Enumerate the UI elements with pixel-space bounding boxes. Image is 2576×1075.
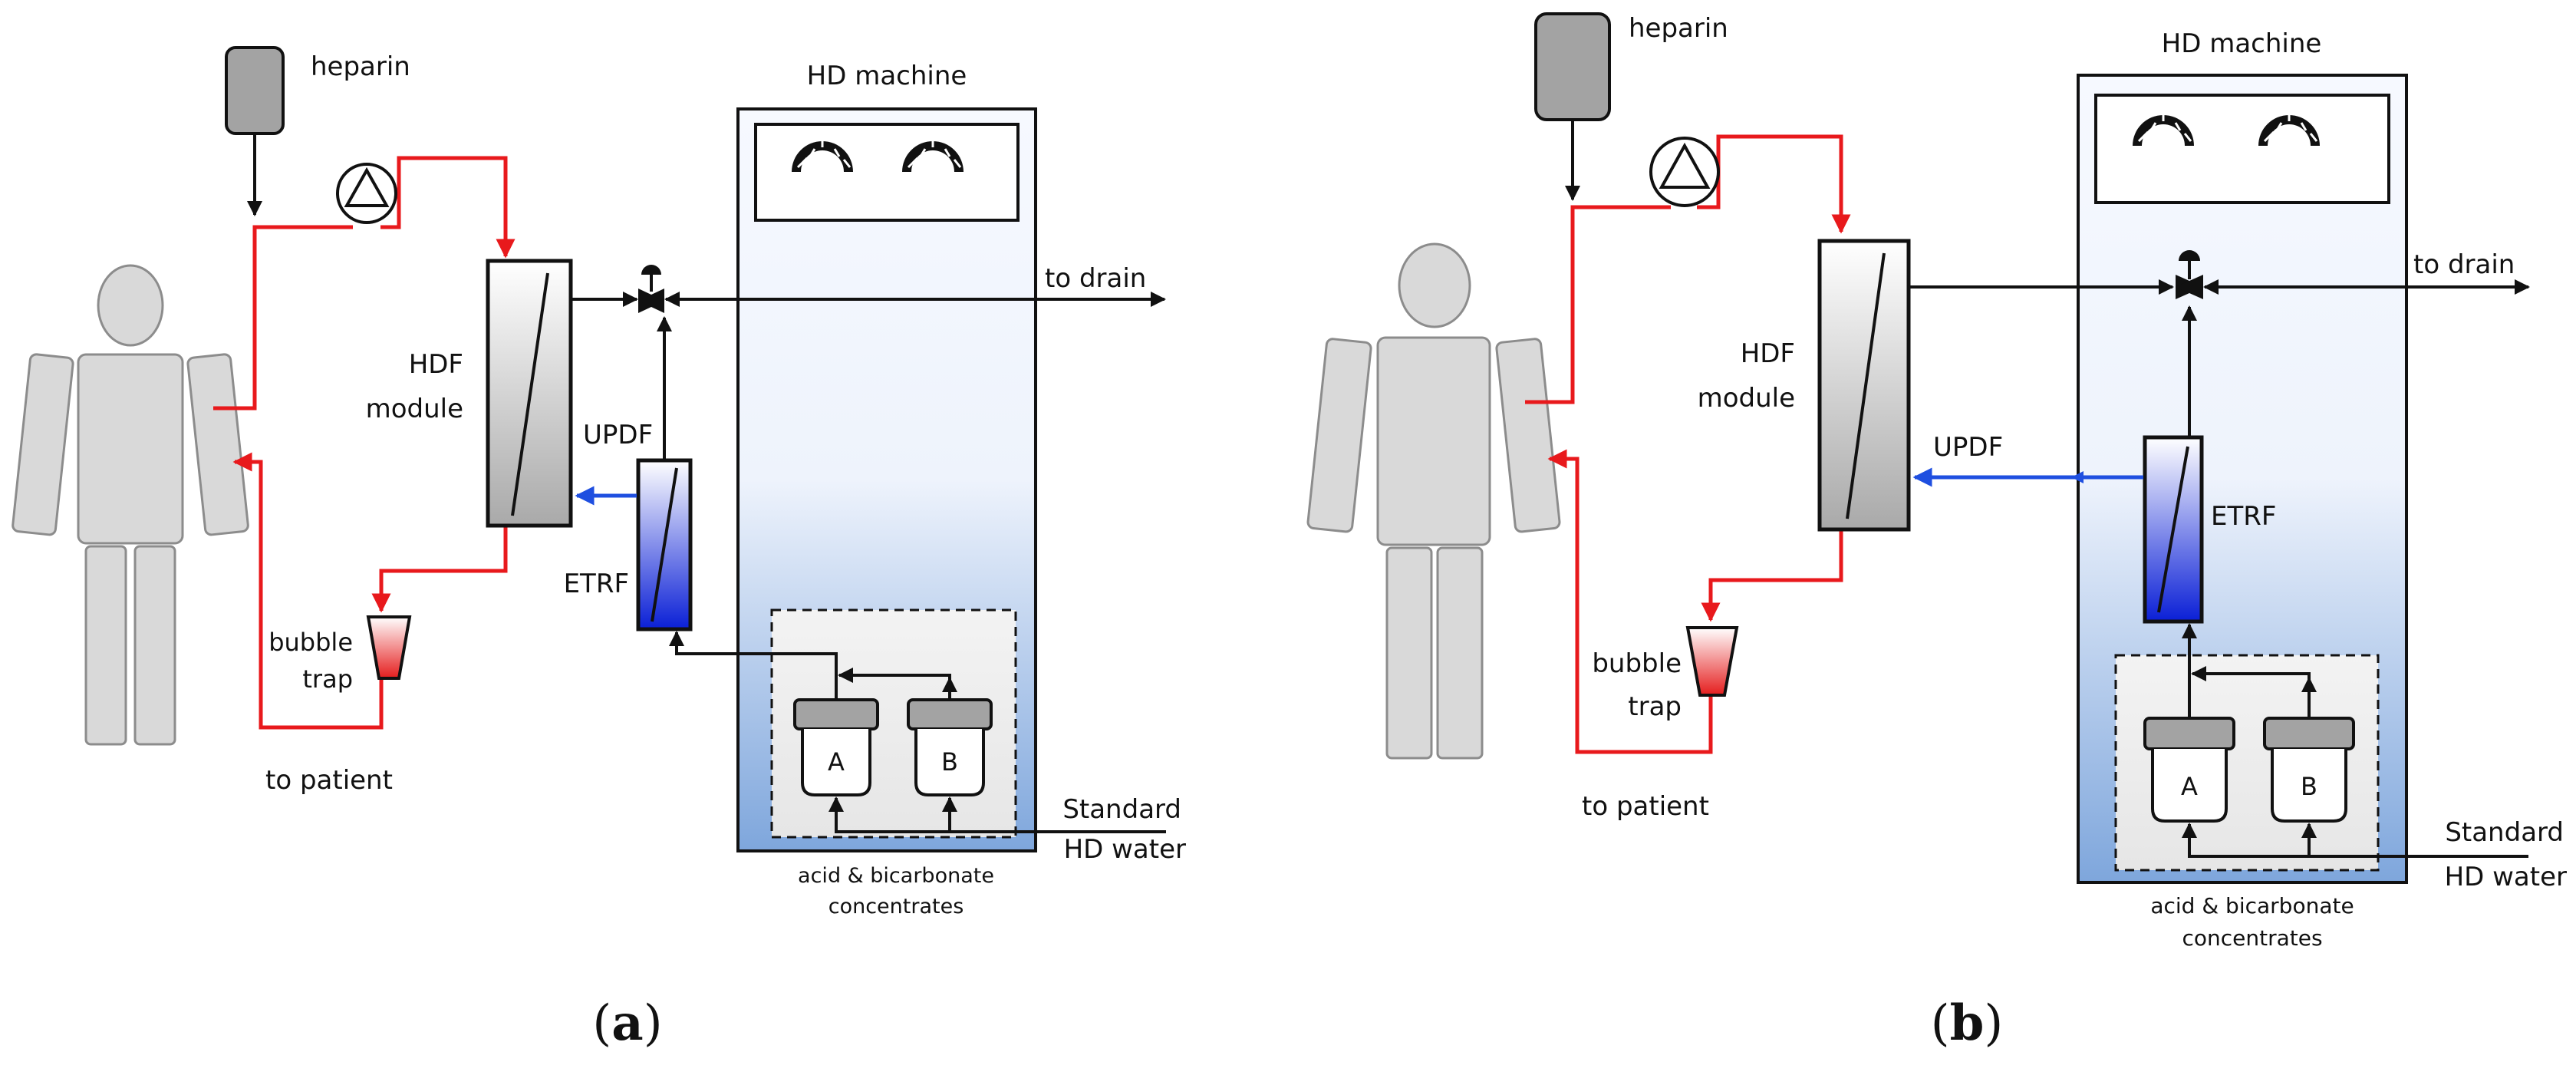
hd-machine-label: HD machine [807, 61, 967, 91]
hdf-module-label: HDF [1741, 338, 1795, 369]
patient-icon [12, 264, 249, 746]
concentrates-label: acid & bicarbonate [798, 864, 994, 888]
acid-concentrate-tank: A [793, 698, 879, 796]
hdf-module-label: module [1698, 383, 1795, 414]
bubble-trap-label: bubble [1592, 648, 1682, 679]
to-patient-label: to patient [265, 765, 393, 796]
panel-a: HD machine heparin [12, 46, 1186, 1052]
hdf-module-label: module [366, 394, 463, 424]
hdf-to-trap-line [371, 525, 508, 613]
bubble-trap-label: bubble [268, 628, 353, 657]
tank-b-label: B [941, 747, 958, 777]
pressure-gauge-icon [2258, 112, 2320, 146]
tank-a-label: A [828, 747, 845, 777]
conc-to-etrf-line [669, 631, 838, 700]
bicarbonate-concentrate-tank: B [907, 698, 993, 796]
bubble-trap-icon [366, 615, 412, 680]
pressure-gauge-icon [792, 138, 853, 172]
concentrates-label: concentrates [2182, 925, 2322, 951]
blood-pump-icon [336, 163, 397, 224]
tank-b-label: B [2301, 772, 2317, 801]
heparin-label: heparin [311, 51, 410, 82]
etrf-label: ETRF [2211, 501, 2276, 532]
etrf-filter [636, 458, 693, 631]
updf-arrowhead-icon [2071, 471, 2084, 483]
to-drain-label: to drain [1045, 263, 1146, 294]
bubble-trap-label: trap [1628, 691, 1682, 722]
hdf-module [486, 259, 573, 528]
etrf-label: ETRF [564, 569, 629, 599]
hdf-module-label: HDF [409, 349, 463, 380]
pump-to-hdf-line [380, 156, 516, 259]
concentrates-label: acid & bicarbonate [2150, 893, 2354, 918]
heparin-bag-icon [225, 46, 285, 135]
venous-return-line [232, 452, 384, 730]
heparin-bag-icon [1534, 12, 1611, 121]
hdf-module [1817, 239, 1911, 532]
to-drain-label: to drain [2413, 249, 2515, 280]
three-way-valve-icon [638, 265, 664, 313]
patient-icon [1306, 242, 1561, 760]
hdf-to-trap-line [1701, 529, 1843, 622]
machine-display-panel [754, 123, 1020, 222]
heparin-label: heparin [1629, 13, 1728, 44]
panel-b: HD machine heparin [1306, 12, 2567, 1052]
updf-label: UPDF [1933, 432, 2003, 463]
standard-water-label: Standard [2445, 817, 2564, 848]
panel-b-caption: (b) [1931, 994, 2004, 1052]
updf-label: UPDF [583, 420, 653, 450]
arterial-blood-line [1525, 205, 1671, 404]
water-supply-line [828, 796, 1166, 833]
acid-concentrate-tank: A [2143, 717, 2235, 823]
bubble-trap-icon [1685, 626, 1739, 697]
to-patient-label: to patient [1582, 791, 1709, 822]
machine-display-panel [2094, 94, 2390, 204]
concentrates-label: concentrates [828, 895, 964, 918]
standard-water-label: HD water [2445, 862, 2567, 892]
bicarbonate-concentrate-tank: B [2263, 717, 2355, 823]
panel-a-caption: (a) [592, 994, 662, 1052]
three-way-valve-icon [2176, 250, 2203, 299]
etrf-filter [2143, 435, 2204, 624]
pressure-gauge-icon [2133, 112, 2194, 146]
bubble-trap-label: trap [302, 664, 353, 694]
venous-return-line [1547, 449, 1713, 754]
standard-water-label: Standard [1062, 794, 1181, 825]
arterial-blood-line [213, 225, 353, 411]
tank-a-label: A [2181, 772, 2198, 801]
pressure-gauge-icon [902, 138, 964, 172]
hd-machine-label: HD machine [2162, 28, 2322, 59]
pump-to-hdf-line [1697, 134, 1851, 234]
standard-water-label: HD water [1064, 834, 1186, 865]
blood-pump-icon [1649, 137, 1720, 207]
water-supply-line [2182, 823, 2528, 858]
